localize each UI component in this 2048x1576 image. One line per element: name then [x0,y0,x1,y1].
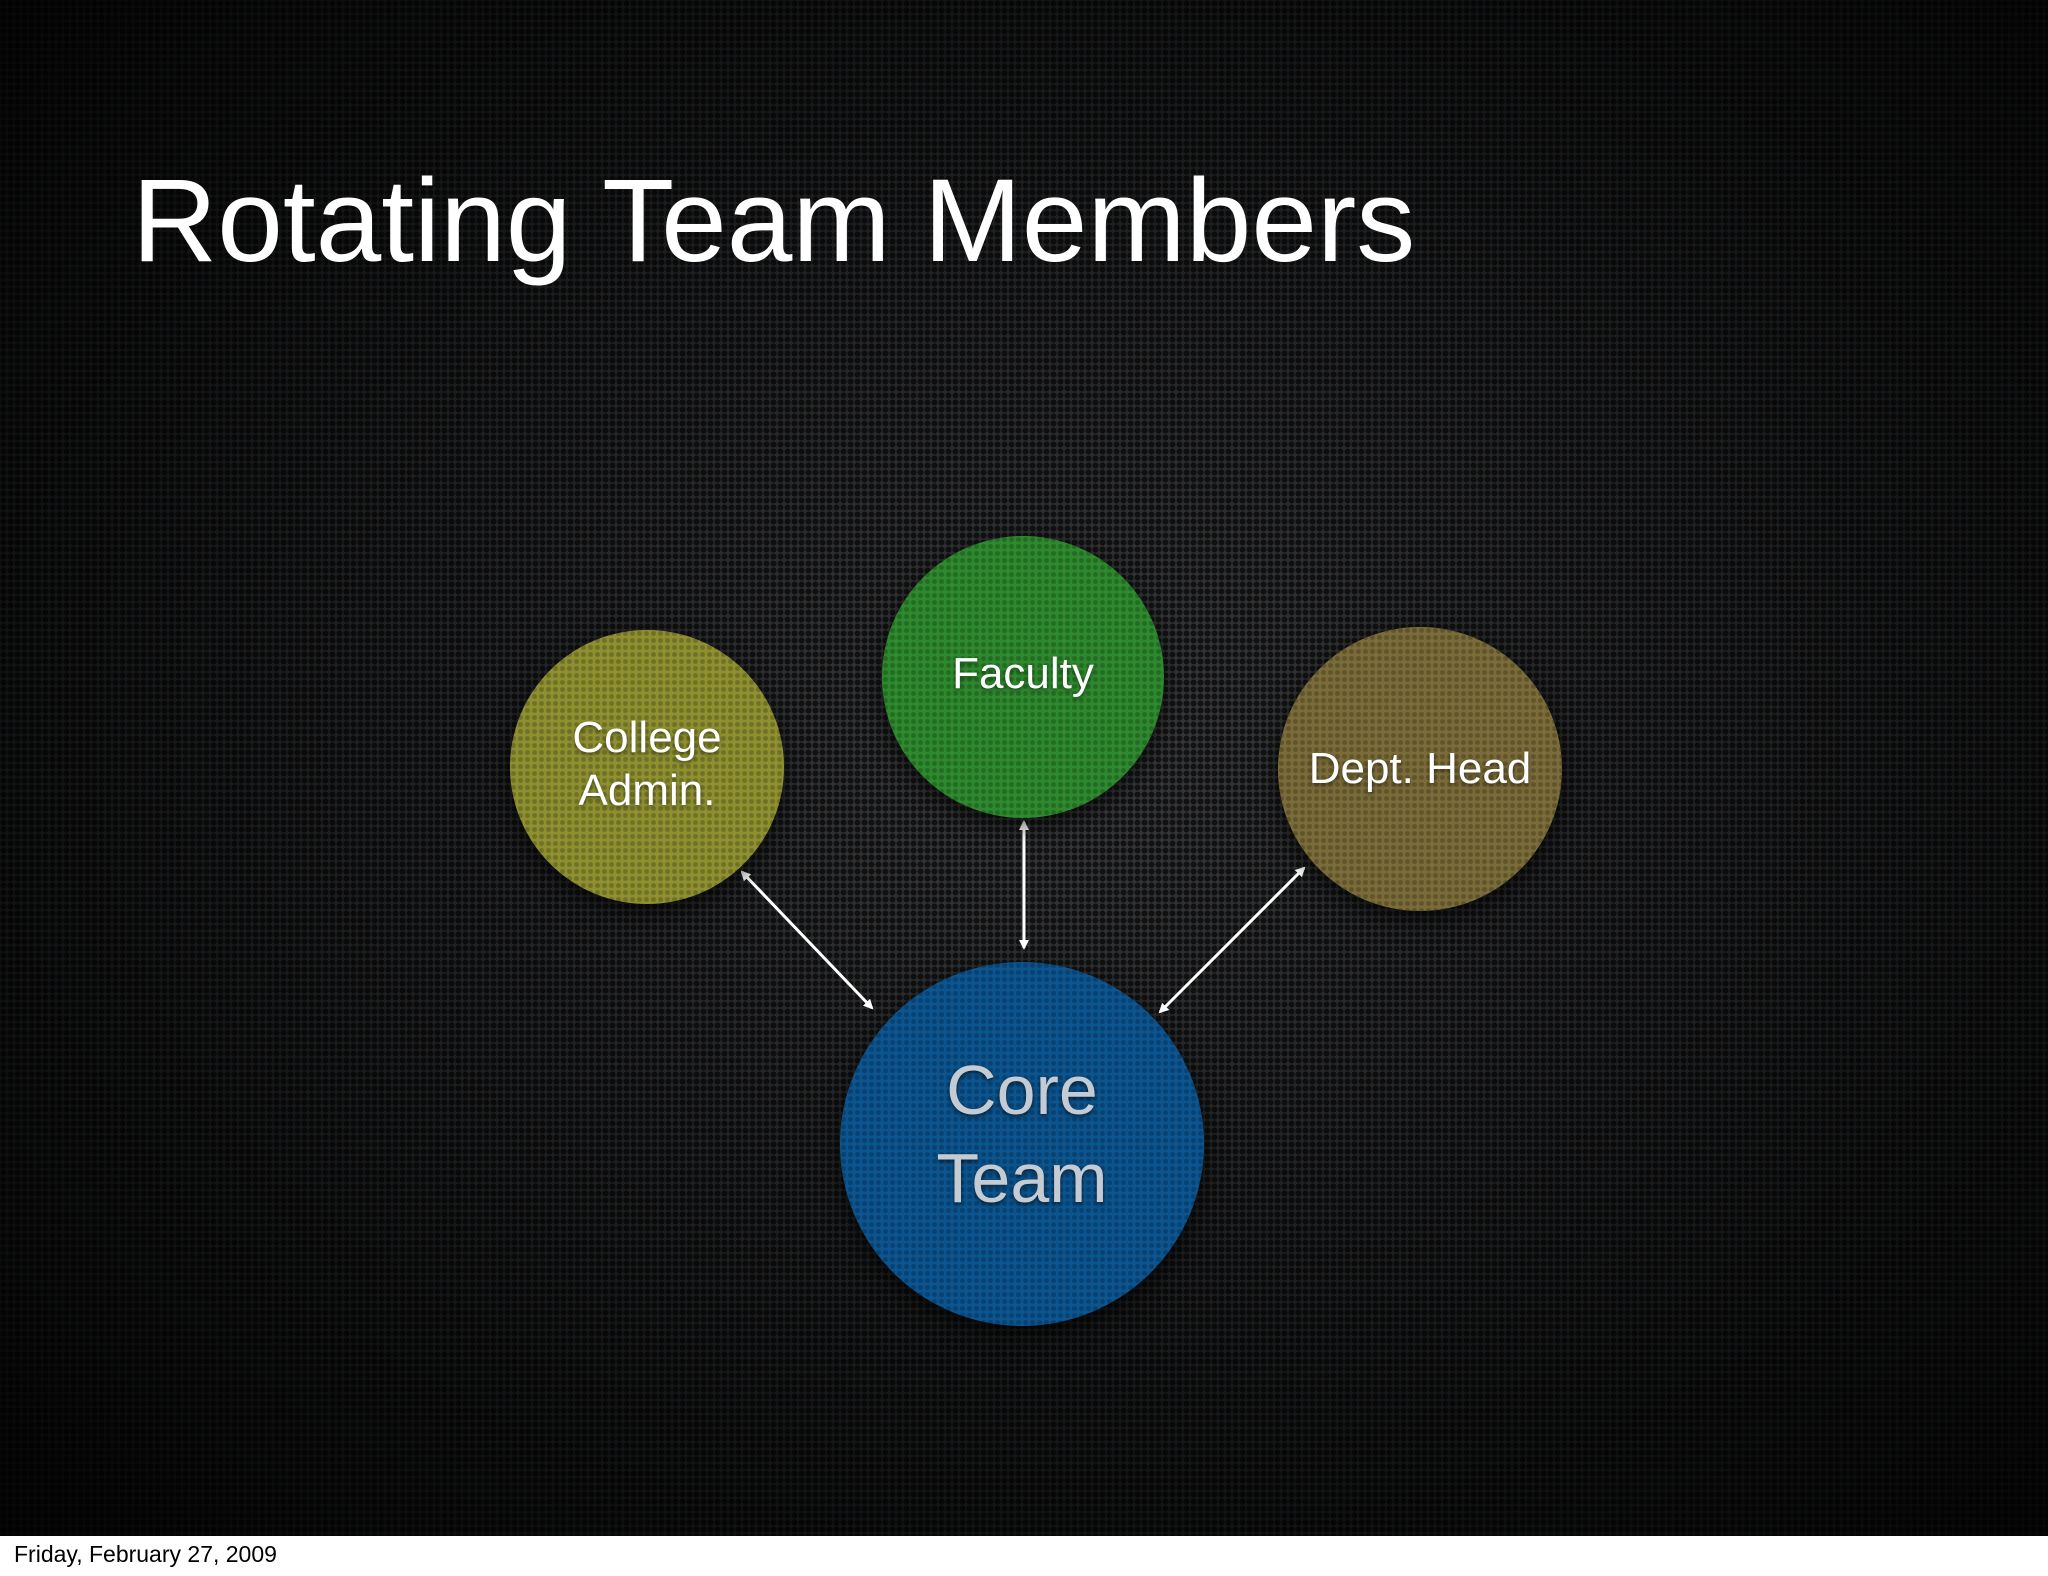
dept-head-node: Dept. Head [1278,627,1562,911]
slide-title: Rotating Team Members [132,155,1416,287]
college-admin-node: College Admin. [510,630,784,904]
core-team-node: Core Team [840,962,1204,1326]
arrow-college-core [740,870,874,1010]
slide: Rotating Team Members College Admin. Fac… [0,0,2048,1536]
college-admin-label: College Admin. [572,713,722,815]
arrow-dept-core [1158,866,1306,1014]
core-team-label: Core Team [936,1050,1108,1217]
footer-date: Friday, February 27, 2009 [14,1541,277,1567]
faculty-label: Faculty [952,648,1094,698]
team-diagram: College Admin. Faculty Dept. Head Core T… [510,536,1562,1326]
faculty-node: Faculty [882,536,1164,818]
dept-head-label: Dept. Head [1308,743,1532,793]
